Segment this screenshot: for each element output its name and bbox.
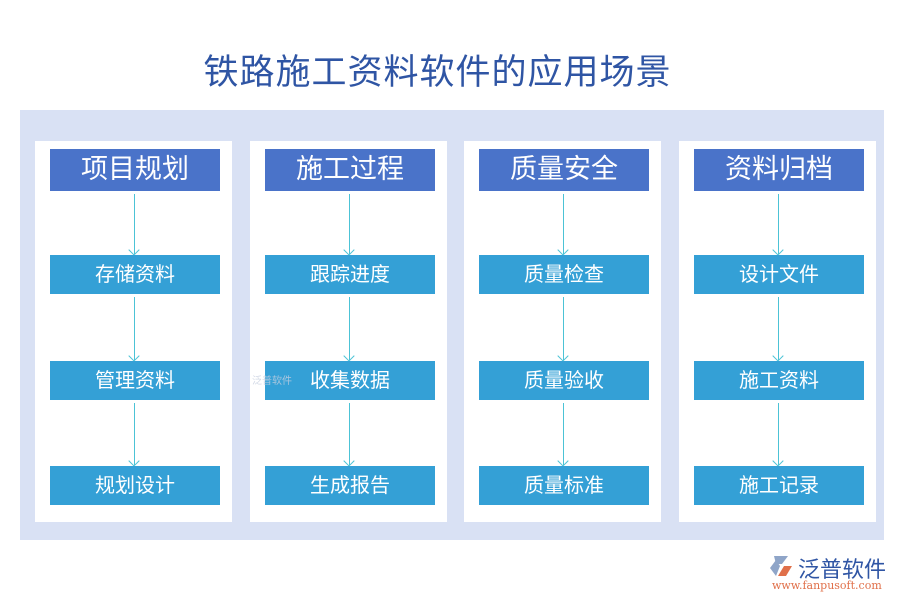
step-box: 管理资料	[50, 361, 220, 400]
step-box: 质量检查	[479, 255, 649, 294]
arrow-down-icon	[349, 297, 350, 360]
arrow-down-icon	[349, 403, 350, 465]
step-box: 收集数据	[265, 361, 435, 400]
step-box: 跟踪进度	[265, 255, 435, 294]
step-box: 规划设计	[50, 466, 220, 505]
column-4: 资料归档设计文件施工资料施工记录	[679, 141, 876, 522]
column-2: 施工过程跟踪进度收集数据生成报告	[250, 141, 447, 522]
column-3: 质量安全质量检查质量验收质量标准	[464, 141, 661, 522]
arrow-down-icon	[563, 194, 564, 254]
arrow-down-icon	[134, 297, 135, 360]
arrow-down-icon	[778, 194, 779, 254]
arrow-down-icon	[134, 194, 135, 254]
step-box: 质量验收	[479, 361, 649, 400]
arrow-down-icon	[563, 297, 564, 360]
watermark: 泛普软件	[252, 376, 292, 387]
column-header: 项目规划	[50, 149, 220, 191]
step-box: 设计文件	[694, 255, 864, 294]
column-header: 资料归档	[694, 149, 864, 191]
step-box: 施工资料	[694, 361, 864, 400]
arrow-down-icon	[778, 403, 779, 465]
column-header: 施工过程	[265, 149, 435, 191]
column-header: 质量安全	[479, 149, 649, 191]
step-box: 施工记录	[694, 466, 864, 505]
arrow-down-icon	[134, 403, 135, 465]
arrow-down-icon	[349, 194, 350, 254]
logo-icon	[770, 556, 792, 576]
arrow-down-icon	[778, 297, 779, 360]
diagram-title: 铁路施工资料软件的应用场景	[203, 53, 672, 93]
step-box: 存储资料	[50, 255, 220, 294]
step-box: 质量标准	[479, 466, 649, 505]
arrow-down-icon	[563, 403, 564, 465]
column-1: 项目规划存储资料管理资料规划设计	[35, 141, 232, 522]
step-box: 生成报告	[265, 466, 435, 505]
